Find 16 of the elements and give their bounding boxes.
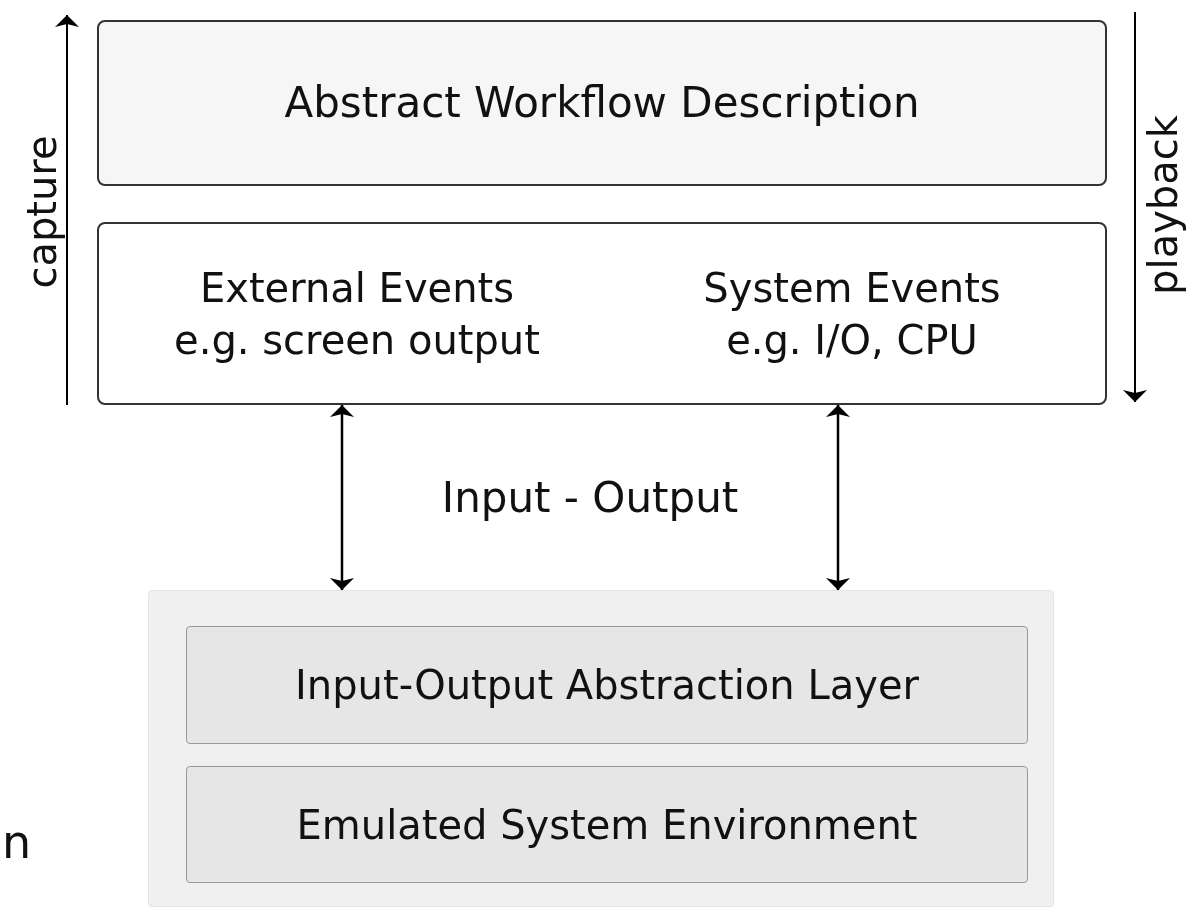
layer-panel [148,590,1054,907]
box-label: Abstract Workflow Description [284,76,920,129]
box-label: System Events e.g. I/O, CPU [702,263,1002,365]
layer-box [186,626,1028,744]
double-arrow [330,405,354,590]
layer-box [97,20,1107,186]
box-label: Emulated System Environment [296,800,918,850]
axis-label: playback [1140,115,1186,295]
box-label: Input-Output Abstraction Layer [295,661,919,710]
events-box [97,222,1107,405]
box-label: External Events e.g. screen output [173,263,541,365]
double-arrow [826,405,850,590]
connector-label: Input - Output [441,472,739,522]
layer-box [186,766,1028,883]
axis-label: capture [19,135,65,289]
text-fragment: n [2,815,32,869]
